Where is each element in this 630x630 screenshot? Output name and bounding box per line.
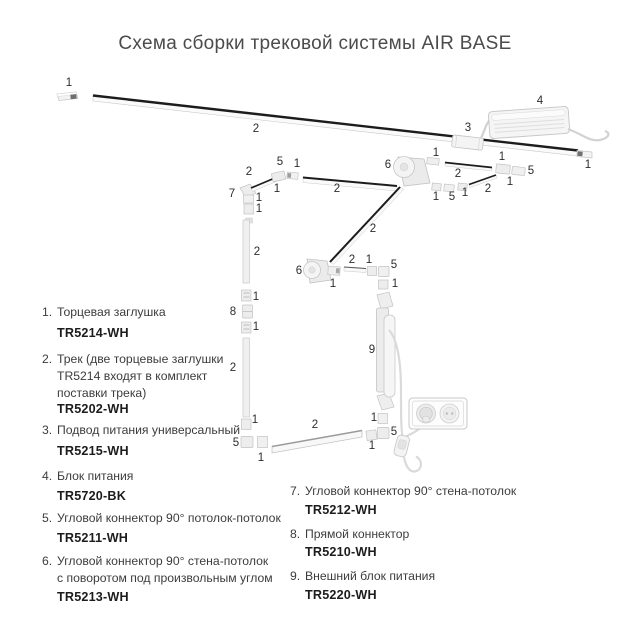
corner-connector-5-left xyxy=(271,170,286,183)
legend-item-number: 5. xyxy=(42,511,53,525)
legend-item-text: Трек (две торцевые заглушки TR5214 входя… xyxy=(57,352,224,400)
legend-item-text: Прямой коннектор xyxy=(305,527,410,541)
legend-item-6: 6. Угловой коннектор 90° стена-потолок с… xyxy=(42,553,273,587)
psu9-cable xyxy=(388,329,404,437)
legend-item-number: 7. xyxy=(290,484,301,498)
corner-connector-5-bottom-left xyxy=(240,436,254,448)
end-cap-v2 xyxy=(241,321,252,334)
legend-item-text: Угловой коннектор 90° потолок-потолок xyxy=(57,511,281,525)
legend-item-code: TR5720-BK xyxy=(57,489,126,503)
legend-item-number: 9. xyxy=(290,569,301,583)
legend-item-text: Угловой коннектор 90° стена-потолок с по… xyxy=(57,554,273,585)
end-cap-top-right xyxy=(576,150,593,159)
legend-item-number: 6. xyxy=(42,554,53,568)
legend-item-code: TR5202-WH xyxy=(57,402,129,416)
end-cap-bl xyxy=(257,436,268,448)
legend-item-text: Торцевая заглушка xyxy=(57,305,166,319)
diagram-title: Схема сборки трековой системы AIR BASE xyxy=(118,33,512,54)
legend-item-text: Подвод питания универсальный xyxy=(57,423,241,437)
track-vertical-b xyxy=(242,337,250,418)
corner-connector-6-top xyxy=(393,156,431,187)
legend-item-number: 2. xyxy=(42,352,53,366)
track-horizontal-bottom xyxy=(271,429,363,454)
corner-connector-6-bottom xyxy=(303,258,332,284)
track-horizontal-mid xyxy=(302,176,398,192)
legend-item-8: 8. Прямой коннектор xyxy=(290,526,409,543)
legend-item-code: TR5210-WH xyxy=(305,545,377,559)
psu9-top-chain xyxy=(327,265,390,290)
legend-item-number: 3. xyxy=(42,423,53,437)
end-cap-br2 xyxy=(377,413,388,424)
corner-connector-5-bottom-right xyxy=(377,427,390,439)
legend-item-number: 1. xyxy=(42,305,53,319)
legend-item-text: Угловой коннектор 90° стена-потолок xyxy=(305,484,517,498)
legend-item-9: 9. Внешний блок питания xyxy=(290,568,435,585)
legend-item-text: Блок питания xyxy=(57,469,134,483)
legend-item-text: Внешний блок питания xyxy=(305,569,436,583)
legend-item-1: 1. Торцевая заглушка xyxy=(42,304,166,321)
power-supply-unit xyxy=(488,106,571,139)
legend-item-3: 3. Подвод питания универсальный xyxy=(42,422,240,439)
legend-item-code: TR5214-WH xyxy=(57,326,129,340)
end-cap-mid-left xyxy=(286,171,299,180)
legend-item-4: 4. Блок питания xyxy=(42,468,133,485)
power-feed-connector xyxy=(451,134,484,151)
switch-cable xyxy=(402,455,422,473)
small-parts-upper-chain xyxy=(426,157,526,176)
legend-item-5: 5. Угловой коннектор 90° потолок-потолок xyxy=(42,510,281,527)
legend-item-code: TR5215-WH xyxy=(57,444,129,458)
end-cap-top-left xyxy=(56,91,79,101)
inline-switch xyxy=(393,434,410,458)
track-diagonal xyxy=(329,186,404,265)
legend-item-code: TR5213-WH xyxy=(57,590,129,604)
end-cap-v1 xyxy=(241,289,252,302)
legend-item-2: 2. Трек (две торцевые заглушки TR5214 вх… xyxy=(42,351,223,402)
legend-item-code: TR5220-WH xyxy=(305,588,377,602)
straight-connector-8 xyxy=(242,304,253,319)
legend-item-code: TR5212-WH xyxy=(305,503,377,517)
legend-item-number: 8. xyxy=(290,527,301,541)
small-parts-lower-chain xyxy=(431,174,498,193)
legend-item-7: 7. Угловой коннектор 90° стена-потолок xyxy=(290,483,516,500)
legend-item-number: 4. xyxy=(42,469,53,483)
external-psu-9 xyxy=(376,291,396,411)
end-cap-br xyxy=(365,429,378,441)
psu-output-cable xyxy=(567,127,610,142)
end-cap-v3 xyxy=(241,418,252,430)
track-vertical-a xyxy=(242,219,250,284)
legend-item-code: TR5211-WH xyxy=(57,531,129,545)
wall-outlet xyxy=(408,397,468,430)
